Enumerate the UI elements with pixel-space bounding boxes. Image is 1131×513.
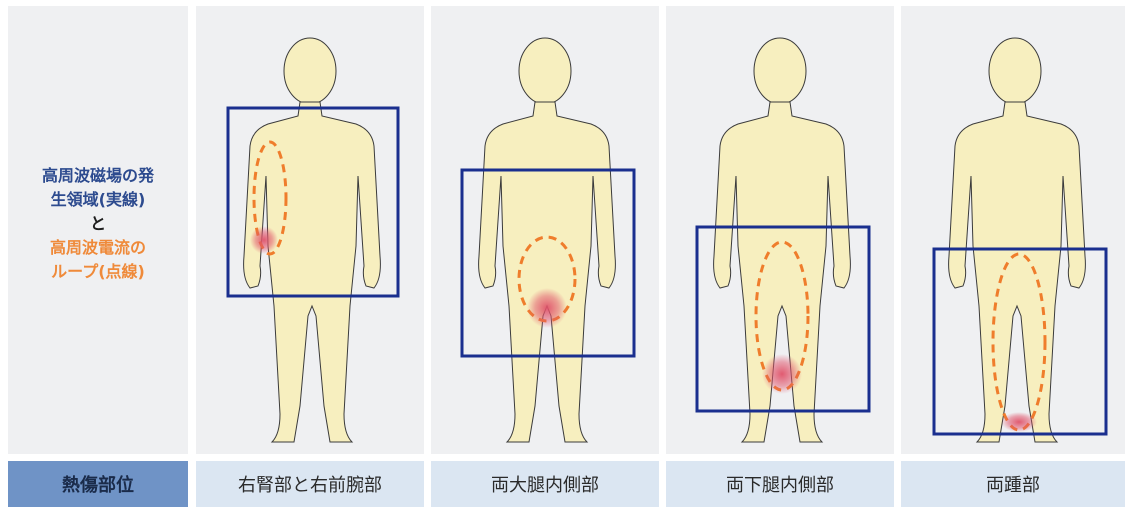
figure-case-4 bbox=[901, 6, 1125, 454]
legend-loop-line1: 高周波電流の bbox=[8, 236, 188, 260]
burn-spot bbox=[1001, 412, 1037, 432]
legend-text: 高周波磁場の発 生領域(実線) と 高周波電流の ループ(点線) bbox=[8, 164, 188, 284]
figure-case-2 bbox=[431, 6, 659, 454]
human-body-figure bbox=[479, 38, 616, 442]
header-label: 熱傷部位 bbox=[8, 461, 188, 507]
burn-spot bbox=[250, 226, 278, 254]
figure-case-3 bbox=[666, 6, 894, 454]
burn-spot bbox=[762, 354, 802, 394]
case-label-4: 両踵部 bbox=[901, 461, 1125, 507]
case-label-3: 両下腿内側部 bbox=[666, 461, 894, 507]
legend-field-line1: 高周波磁場の発 bbox=[8, 164, 188, 188]
legend-field-line2: 生領域(実線) bbox=[8, 188, 188, 212]
case-label-2: 両大腿内側部 bbox=[431, 461, 659, 507]
case-label-1: 右腎部と右前腕部 bbox=[196, 461, 424, 507]
human-body-figure bbox=[949, 38, 1086, 442]
legend-loop-line2: ループ(点線) bbox=[8, 260, 188, 284]
figure-case-1 bbox=[196, 6, 424, 454]
burn-spot bbox=[527, 288, 567, 328]
legend-panel: 高周波磁場の発 生領域(実線) と 高周波電流の ループ(点線) bbox=[8, 6, 188, 454]
legend-and: と bbox=[8, 212, 188, 236]
